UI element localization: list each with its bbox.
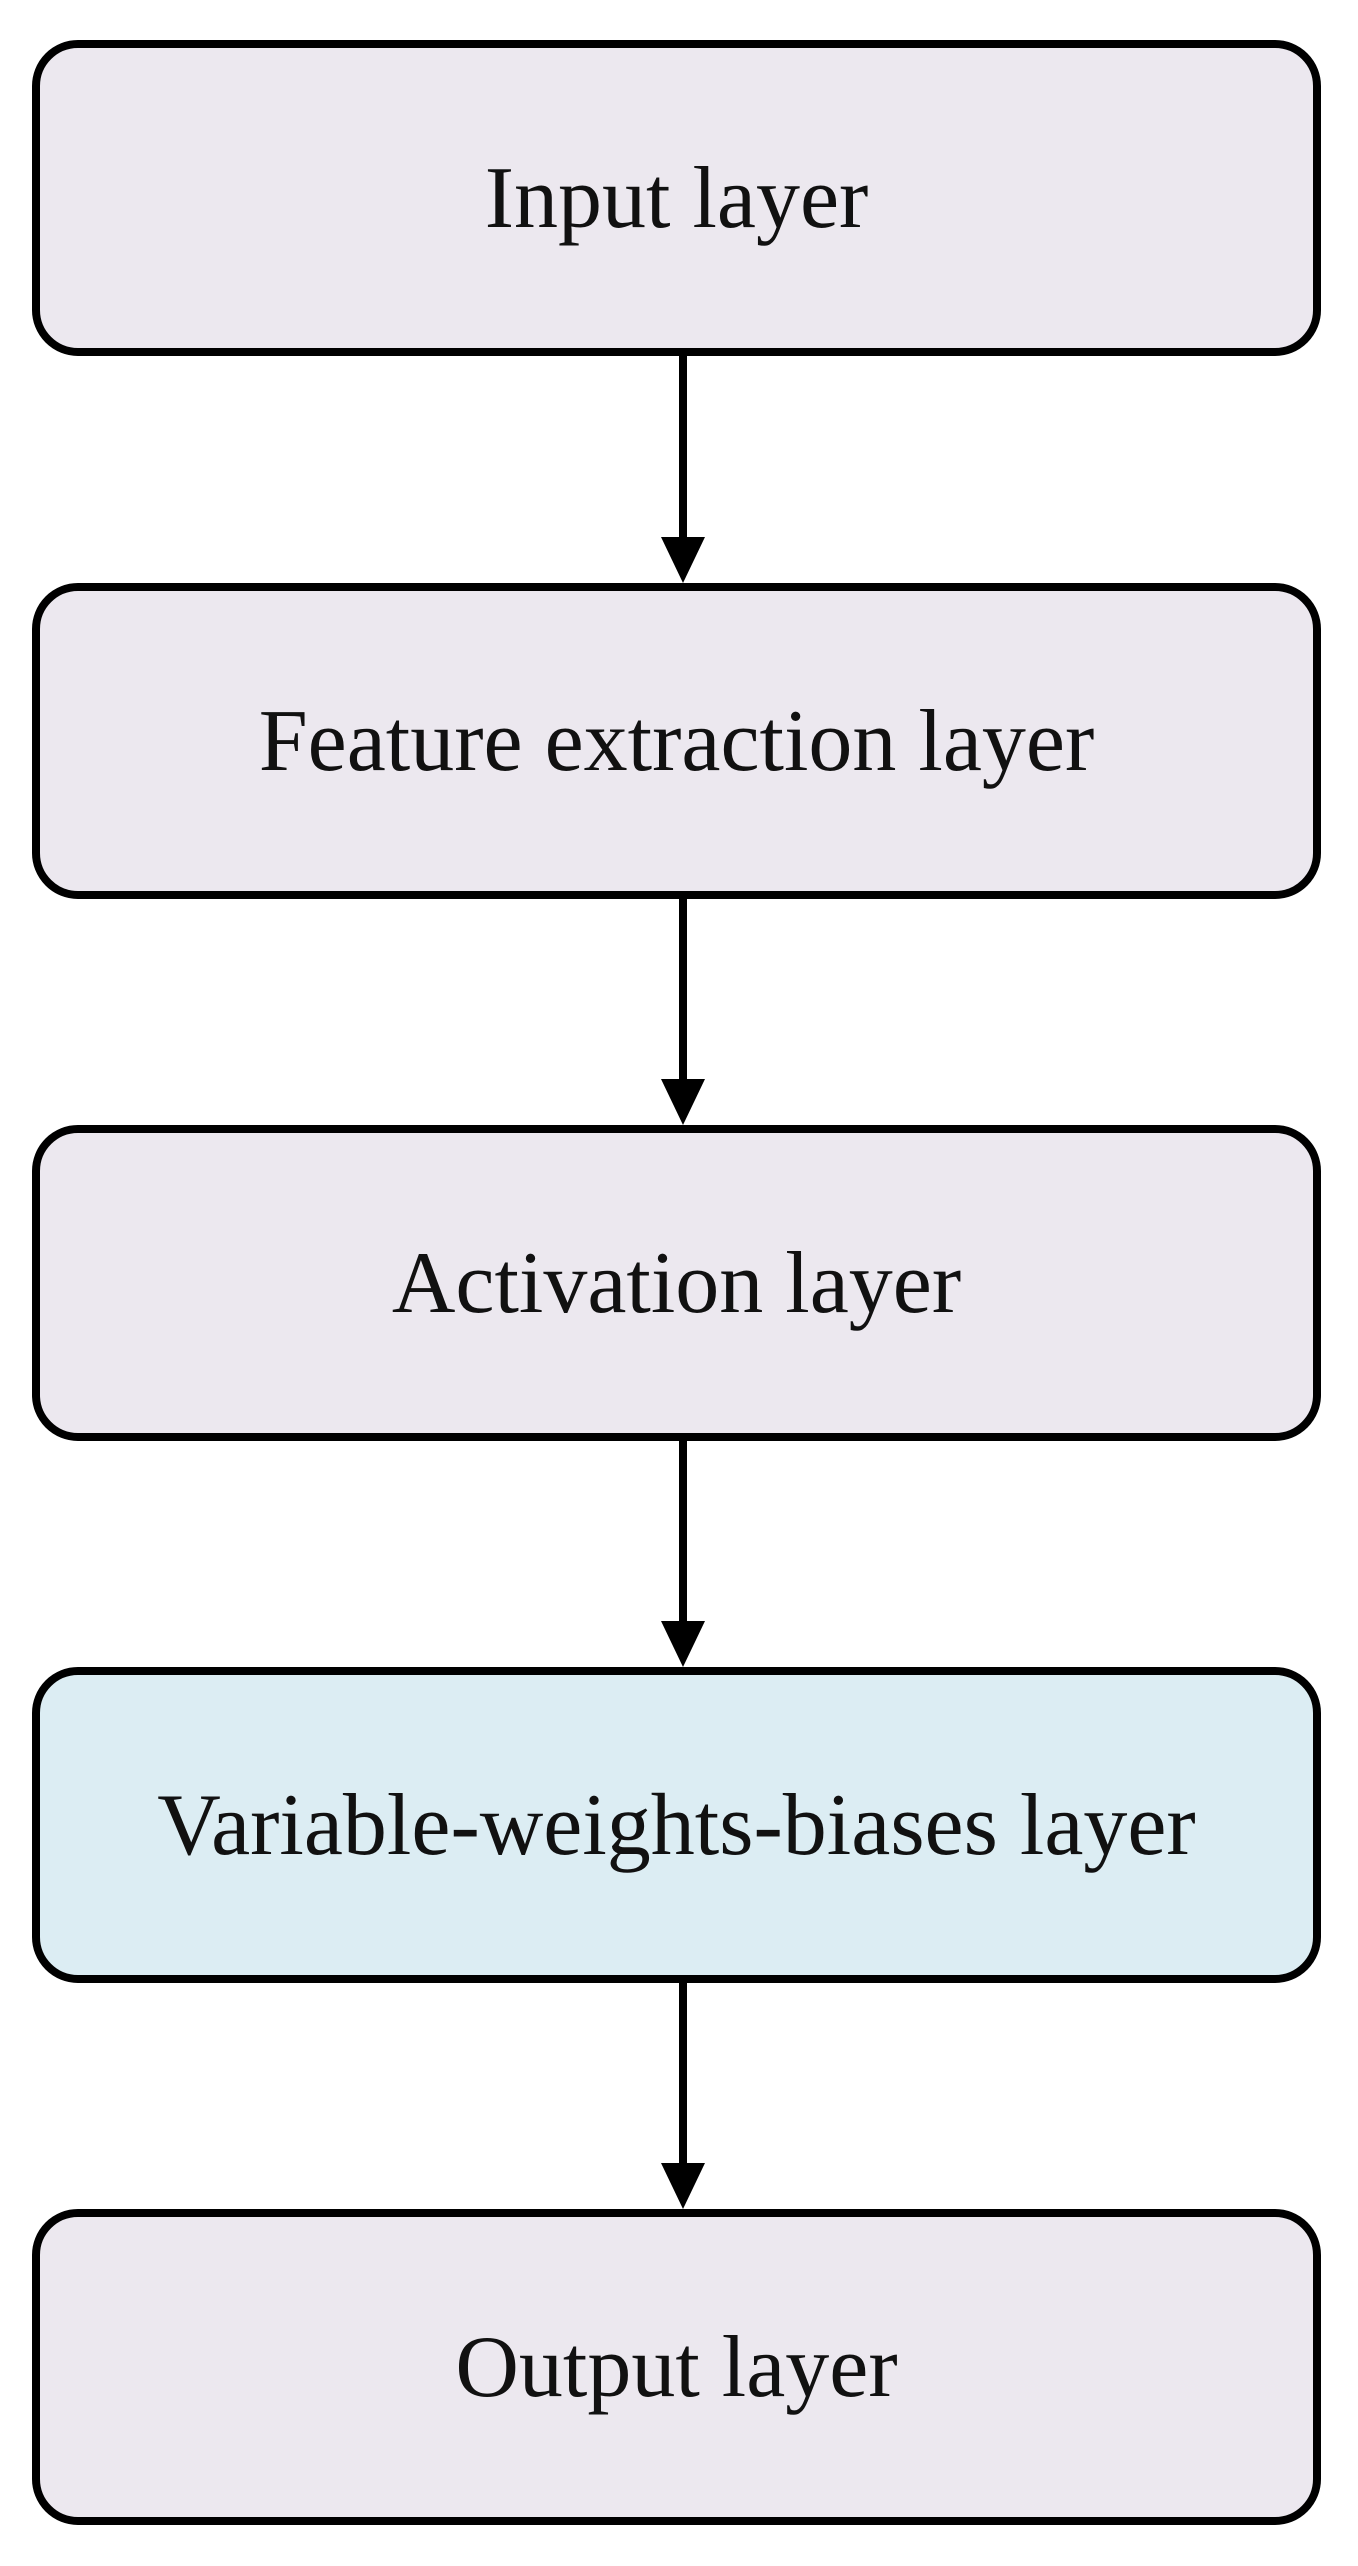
output-layer-box: Output layer <box>32 2209 1321 2525</box>
variable-weights-biases-layer-label: Variable-weights-biases layer <box>157 1776 1196 1874</box>
variable-weights-biases-layer-box: Variable-weights-biases layer <box>32 1667 1321 1983</box>
arrow-variable-to-output <box>661 1983 705 2209</box>
arrow-feature-to-activation <box>661 899 705 1125</box>
arrow-activation-to-variable <box>661 1441 705 1667</box>
input-layer-label: Input layer <box>484 149 869 247</box>
arrow-head-icon <box>661 537 705 583</box>
arrow-head-icon <box>661 2163 705 2209</box>
arrow-shaft <box>679 356 687 537</box>
output-layer-label: Output layer <box>455 2318 898 2416</box>
activation-layer-box: Activation layer <box>32 1125 1321 1441</box>
arrow-shaft <box>679 899 687 1079</box>
arrow-shaft <box>679 1441 687 1621</box>
feature-extraction-layer-label: Feature extraction layer <box>258 692 1095 790</box>
activation-layer-label: Activation layer <box>391 1234 962 1332</box>
feature-extraction-layer-box: Feature extraction layer <box>32 583 1321 899</box>
arrow-head-icon <box>661 1621 705 1667</box>
input-layer-box: Input layer <box>32 40 1321 356</box>
arrow-input-to-feature <box>661 356 705 583</box>
arrow-head-icon <box>661 1079 705 1125</box>
arrow-shaft <box>679 1983 687 2163</box>
